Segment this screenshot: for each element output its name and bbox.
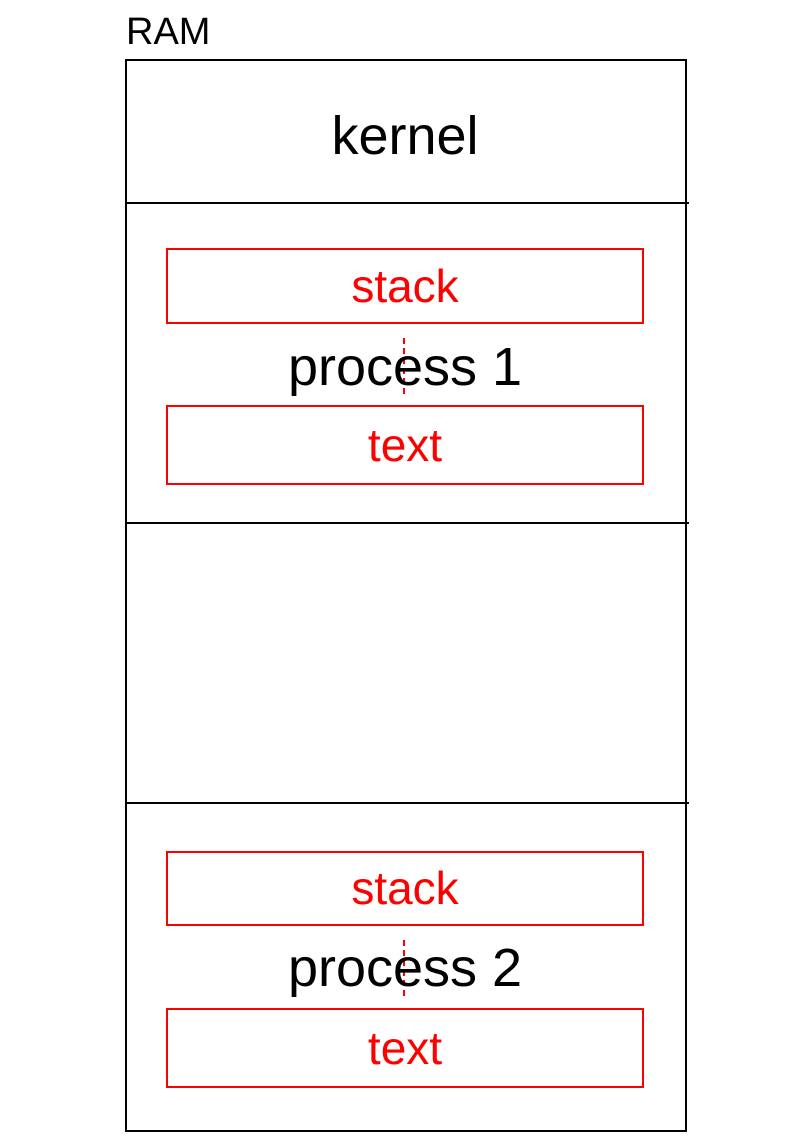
process1-label: process 1 [287,337,523,397]
process2-text-label: text [367,1022,443,1074]
process1-text-label: text [367,419,443,471]
process1-stack-label: stack [351,260,459,312]
process2-marker-line [403,940,405,996]
kernel-label: kernel [331,106,479,166]
divider-process1-free [125,522,689,524]
divider-free-process2 [125,802,689,804]
process2-text-box: text [166,1008,644,1088]
process1-stack-box: stack [166,248,644,324]
process2-label: process 2 [287,938,523,998]
process2-stack-box: stack [166,851,644,926]
divider-kernel-process1 [125,202,689,204]
process1-marker-line [403,338,405,394]
process2-stack-label: stack [351,862,459,914]
ram-box [125,59,687,1132]
process1-text-box: text [166,405,644,485]
free-region [127,524,683,802]
ram-title: RAM [126,11,211,53]
